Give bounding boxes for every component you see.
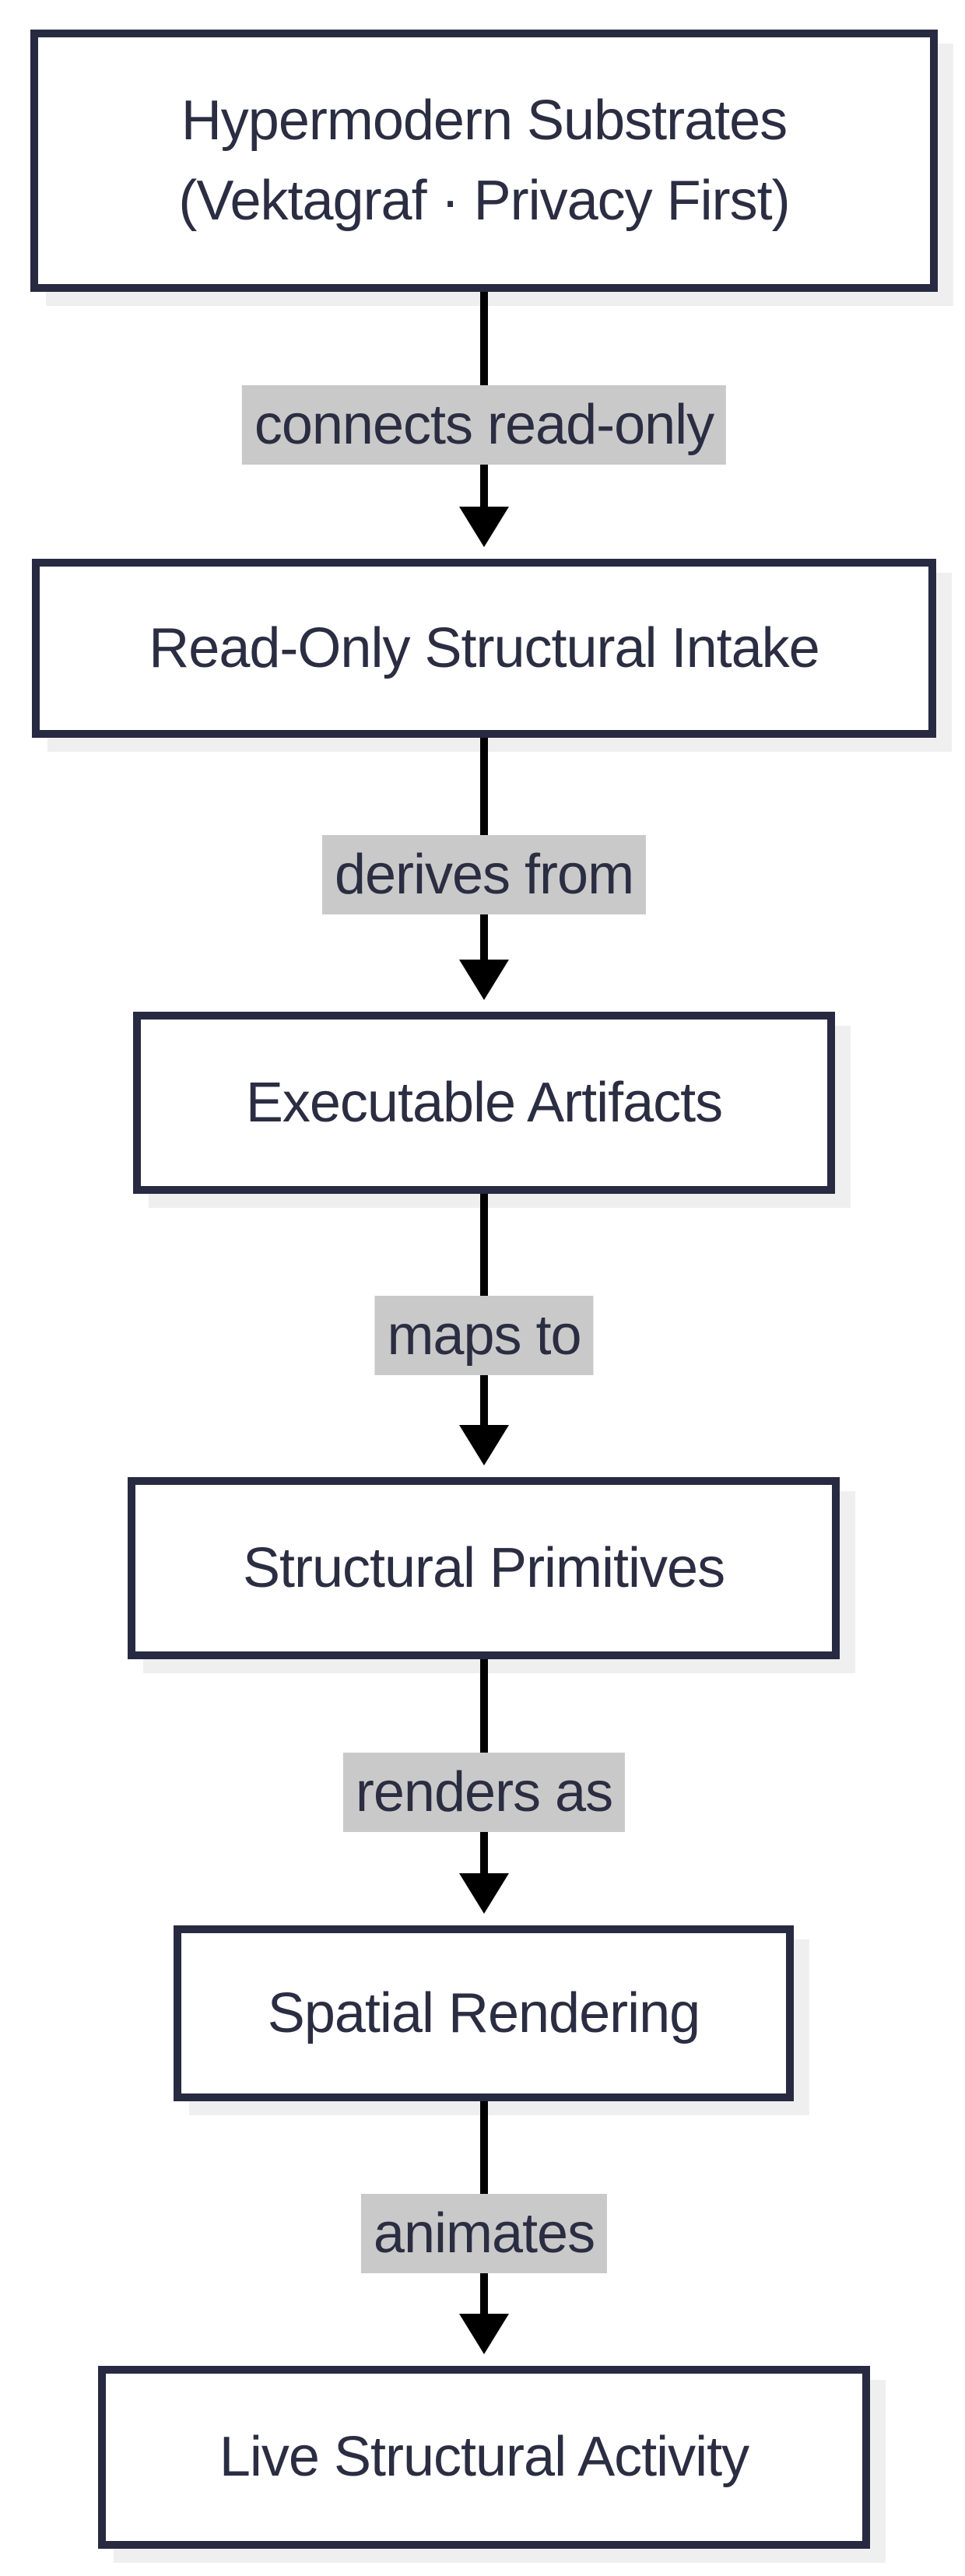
node-label-line: Live Structural Activity bbox=[219, 2426, 749, 2489]
edge-line bbox=[480, 1659, 488, 1753]
edge-label: renders as bbox=[342, 1753, 626, 1832]
arrowhead-icon bbox=[459, 507, 509, 547]
node-label-line: (Vektagraf · Privacy First) bbox=[178, 169, 790, 232]
node-spatial-rendering: Spatial Rendering bbox=[174, 1925, 794, 2101]
edge-line bbox=[480, 1375, 488, 1427]
arrowhead-icon bbox=[459, 2314, 509, 2354]
edge-line bbox=[480, 465, 488, 508]
edge-label: animates bbox=[360, 2194, 608, 2273]
arrowhead-icon bbox=[459, 1873, 509, 1914]
edge-line bbox=[480, 292, 488, 385]
edge-line bbox=[480, 2101, 488, 2194]
node-read-only-structural-intake: Read-Only Structural Intake bbox=[32, 559, 936, 738]
node-label-line: Executable Artifacts bbox=[245, 1071, 723, 1134]
edge-label: derives from bbox=[321, 835, 647, 914]
arrowhead-icon bbox=[459, 960, 509, 1000]
edge-line bbox=[480, 1832, 488, 1875]
node-label-line: Spatial Rendering bbox=[267, 1981, 700, 2044]
node-label-line: Hypermodern Substrates bbox=[181, 89, 788, 153]
edge-label: connects read-only bbox=[241, 385, 727, 465]
node-hypermodern-substrates: Hypermodern Substrates (Vektagraf · Priv… bbox=[30, 30, 938, 292]
edge-line bbox=[480, 738, 488, 835]
node-label-line: Read-Only Structural Intake bbox=[149, 616, 819, 679]
node-executable-artifacts: Executable Artifacts bbox=[133, 1012, 835, 1194]
node-structural-primitives: Structural Primitives bbox=[128, 1477, 840, 1659]
node-label-line: Structural Primitives bbox=[242, 1536, 725, 1599]
edge-line bbox=[480, 1194, 488, 1296]
edge-line bbox=[480, 2273, 488, 2315]
arrowhead-icon bbox=[459, 1425, 509, 1465]
edge-line bbox=[480, 914, 488, 961]
node-live-structural-activity: Live Structural Activity bbox=[98, 2366, 870, 2549]
edge-label: maps to bbox=[374, 1296, 594, 1375]
